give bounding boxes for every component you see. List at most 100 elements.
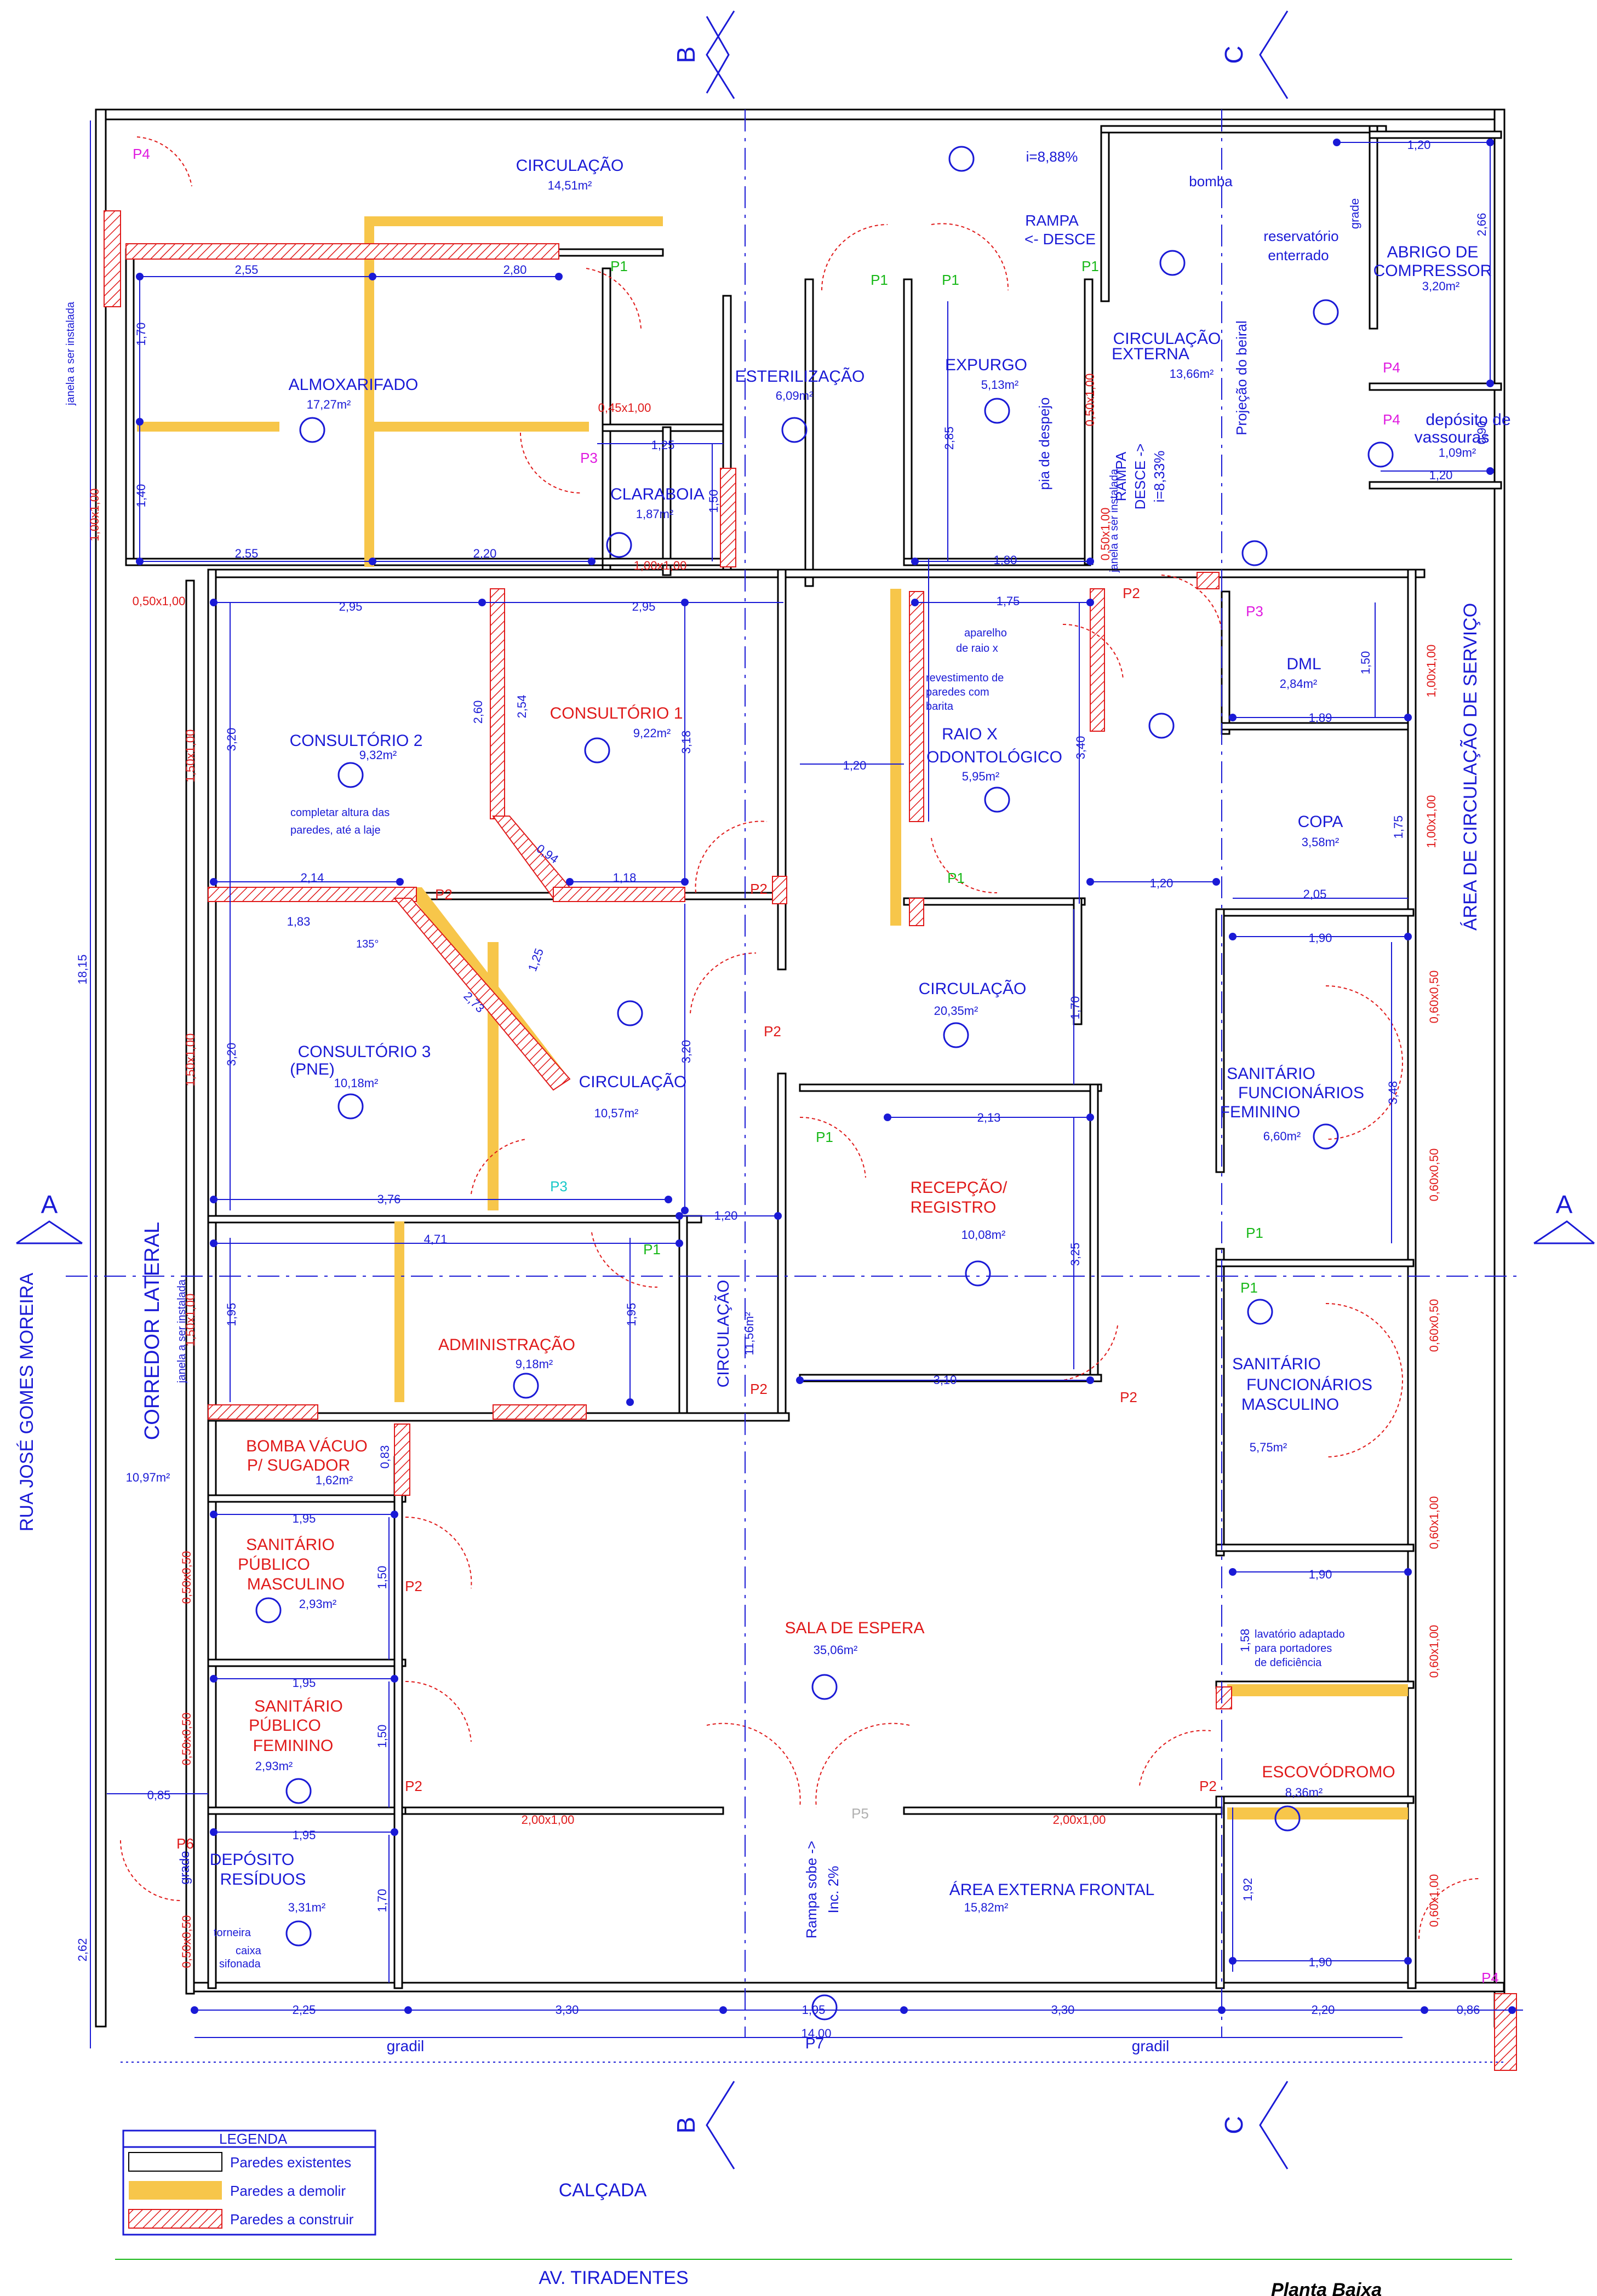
- dim-1-89: 1,89: [1309, 711, 1332, 725]
- section-label-a-left: A: [41, 1190, 58, 1219]
- area-expurgo: 5,13m²: [981, 378, 1018, 392]
- dim-0-90: 0,90: [1475, 421, 1489, 445]
- door-p1-admin: P1: [643, 1241, 661, 1258]
- dim-1-95d: 1,95: [293, 1676, 316, 1690]
- room-raiox-2: ODONTOLÓGICO: [926, 748, 1062, 766]
- legend-existing: Paredes existentes: [230, 2154, 351, 2171]
- room-recepcao-2: REGISTRO: [911, 1198, 997, 1216]
- note-rampa-sobe-2: Inc. 2%: [825, 1866, 842, 1914]
- room-san-fem-func-3: FEMININO: [1220, 1103, 1301, 1121]
- room-san-fem-func-2: FUNCIONÁRIOS: [1238, 1084, 1364, 1102]
- area-dml: 2,84m²: [1280, 677, 1317, 691]
- room-deposito-vassouras-2: vassouras: [1415, 428, 1490, 446]
- win-060f: 0,60x1,00: [1427, 1874, 1441, 1927]
- dim-3-25: 3,25: [1068, 1243, 1082, 1266]
- area-area-externa: 15,82m²: [964, 1901, 1009, 1914]
- door-p1-rampa: P1: [1081, 258, 1099, 274]
- section-label-c-top: C: [1220, 45, 1248, 64]
- note-lavatorio-3: de deficiência: [1255, 1657, 1322, 1669]
- dim-2-25: 2,25: [293, 2003, 316, 2017]
- door-p1-recepcao: P1: [816, 1129, 833, 1145]
- note-inclinacao-top: i=8,88%: [1026, 148, 1078, 165]
- door-p2-consultorio2: P2: [435, 886, 453, 903]
- room-escovodromo: ESCOVÓDROMO: [1262, 1763, 1395, 1781]
- note-lavatorio-1: lavatório adaptado: [1255, 1628, 1345, 1640]
- legend: LEGENDA Paredes existentes Paredes a dem…: [122, 2129, 376, 2236]
- dim-2-55a: 2,55: [235, 263, 259, 277]
- win-050b: 0,50x1,00: [1083, 374, 1097, 427]
- door-p1-san-masc: P1: [1240, 1279, 1258, 1296]
- dim-0-85: 0,85: [147, 1788, 171, 1802]
- win-060c: 0,60x0,50: [1427, 1299, 1441, 1352]
- dim-3-20a: 3,20: [225, 728, 238, 751]
- area-esterilizacao: 6,09m²: [776, 389, 813, 403]
- note-pia-despejo: pia de despejo: [1036, 397, 1052, 490]
- win-060b: 0,60x0,50: [1427, 1149, 1441, 1202]
- room-deposito-vassouras-1: depósito de: [1426, 411, 1510, 429]
- door-p1-ester: P1: [871, 272, 888, 288]
- room-raiox-1: RAIO X: [942, 725, 998, 743]
- room-san-masc-func-3: MASCULINO: [1241, 1396, 1339, 1414]
- dim-4-71: 4,71: [424, 1232, 448, 1246]
- room-san-masc-func-1: SANITÁRIO: [1232, 1355, 1321, 1373]
- dim-1-58: 1,58: [1238, 1629, 1252, 1652]
- door-p2-consultorio1: P2: [750, 881, 768, 897]
- dim-2-54: 2,54: [515, 695, 529, 719]
- room-consultorio2: CONSULTÓRIO 2: [290, 732, 423, 750]
- room-expurgo: EXPURGO: [945, 356, 1027, 374]
- dim-1-80: 1,80: [994, 553, 1017, 567]
- note-caixa-1: caixa: [236, 1945, 262, 1957]
- door-p6: P6: [176, 1835, 194, 1852]
- room-circ-externa-2: EXTERNA: [1112, 345, 1189, 363]
- dim-1-50b: 1,50: [1359, 651, 1372, 675]
- area-escovodromo: 8,36m²: [1285, 1786, 1323, 1799]
- dim-2-14: 2,14: [301, 871, 324, 885]
- area-san-masc-func: 5,75m²: [1250, 1440, 1287, 1454]
- room-circulacao-vert: CIRCULAÇÃO: [714, 1280, 732, 1388]
- walls-to-build: [104, 210, 1517, 2071]
- door-tags: P4 P1 P3 P1 P1 P1 P4 P4 P2 P3 P1 P2 P2 P…: [133, 146, 1499, 2052]
- dim-1-70c: 1,70: [375, 1889, 389, 1913]
- room-san-pub-masc-3: MASCULINO: [247, 1575, 345, 1593]
- door-swings: [120, 136, 1480, 1939]
- win-100d: 1,00x1,00: [1424, 795, 1438, 848]
- dim-0-86: 0,86: [1457, 2003, 1480, 2017]
- area-san-fem-func: 6,60m²: [1263, 1129, 1301, 1143]
- door-p1-san-fem: P1: [1246, 1225, 1263, 1241]
- sheet-title: Planta Baixa: [1271, 2280, 1382, 2296]
- dim-3-20b: 3,20: [225, 1043, 238, 1066]
- room-copa: COPA: [1298, 813, 1343, 831]
- win-150a: 1,50x1,00: [184, 730, 197, 783]
- note-janela-3: janela a ser instalada: [176, 1279, 188, 1384]
- note-janela-1: janela a ser instalada: [1108, 468, 1120, 573]
- area-consultorio2: 9,32m²: [359, 748, 397, 762]
- win-150c: 1,50x1,00: [184, 1294, 197, 1347]
- win-150b: 1,50x1,00: [184, 1034, 197, 1087]
- legend-demolish: Paredes a demolir: [230, 2183, 346, 2199]
- area-san-pub-fem: 2,93m²: [255, 1759, 293, 1773]
- dim-1-90b: 1,90: [1309, 1568, 1332, 1581]
- dim-1-95f: 1,95: [802, 2003, 826, 2017]
- dim-1-95c: 1,95: [293, 1512, 316, 1525]
- section-label-b-top: B: [672, 47, 700, 64]
- note-revest-3: barita: [926, 701, 954, 713]
- dimension-lines: [90, 120, 1523, 2063]
- dim-1-20c: 1,20: [843, 759, 867, 772]
- door-p2-circ-vert: P2: [750, 1381, 768, 1397]
- room-claraboia: CLARABOIA: [610, 485, 705, 503]
- dim-1-95b: 1,95: [625, 1303, 638, 1327]
- area-circ-externa: 13,66m²: [1170, 367, 1214, 381]
- room-abrigo-1: ABRIGO DE: [1387, 243, 1479, 261]
- dim-3-30b: 3,30: [1051, 2003, 1075, 2017]
- note-aparelho-1: aparelho: [964, 627, 1007, 639]
- dim-2-20a: 2,20: [473, 547, 497, 560]
- legend-build: Paredes a construir: [230, 2211, 354, 2228]
- dim-1-20d: 1,20: [1150, 876, 1174, 890]
- note-completar-1: completar altura das: [290, 807, 390, 819]
- note-rampa2-3: i=8,33%: [1151, 451, 1167, 503]
- room-san-pub-fem-3: FEMININO: [253, 1737, 334, 1755]
- room-sala-espera: SALA DE ESPERA: [785, 1619, 924, 1637]
- win-100b: 1,00x1,00: [88, 489, 101, 542]
- note-revest-2: paredes com: [926, 686, 989, 698]
